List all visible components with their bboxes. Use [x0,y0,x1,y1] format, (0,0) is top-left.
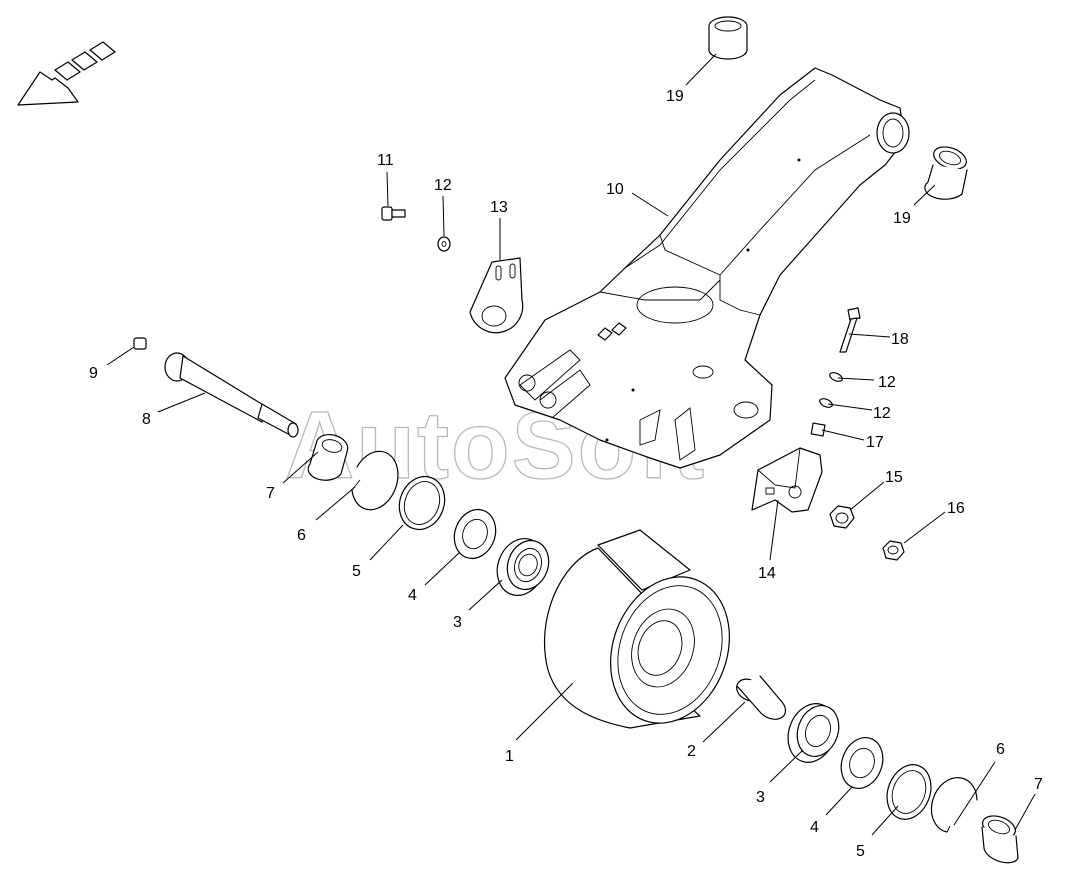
callout-14: 14 [758,565,776,582]
swing-arm [504,67,910,469]
direction-arrow-icon [17,41,116,106]
callout-16: 16 [947,500,965,517]
callout-4-left: 4 [408,587,417,604]
seal-left [453,508,497,560]
guide-block [751,447,823,513]
grease-nipple [133,337,147,350]
callout-10: 10 [606,181,624,198]
hex-nut-small [882,540,905,561]
callout-9: 9 [89,365,98,382]
leader-lines [106,53,1036,836]
small-nut [810,422,826,437]
callout-18: 18 [891,331,909,348]
lock-washer-lower [819,398,833,408]
thrust-washer-left [398,475,446,531]
callout-19-top: 19 [666,88,684,105]
callout-labels: 1 2 3 3 4 4 5 5 6 6 7 7 8 9 10 11 12 12 … [89,88,1043,860]
bushing-right-bottom [981,815,1019,864]
callout-6-left: 6 [297,527,306,544]
callout-3-right: 3 [756,789,765,806]
bracket-plate [469,257,524,334]
callout-19-right: 19 [893,210,911,227]
thrust-washer-right [886,764,932,820]
callout-12-top: 12 [434,177,452,194]
bolt-long [839,307,861,353]
callout-8: 8 [142,411,151,428]
pivot-pin [164,352,299,438]
callout-12-lower-right: 12 [873,405,891,422]
callout-6-right: 6 [996,741,1005,758]
seal-right [840,737,884,789]
spacer-sleeve [736,675,787,720]
callout-7-right: 7 [1034,776,1043,793]
callout-1: 1 [505,748,514,765]
bearing-right [787,703,840,763]
callout-3-left: 3 [453,614,462,631]
bushing-left [307,433,349,481]
callout-12-upper-right: 12 [878,374,896,391]
hex-nut-large [829,505,855,529]
bearing-left [496,538,550,596]
callout-15: 15 [885,469,903,486]
bushing-right [924,146,968,200]
callout-5-right: 5 [856,843,865,860]
callout-17: 17 [866,434,884,451]
lock-washer-upper [829,372,843,382]
callout-11: 11 [377,152,394,169]
bushing-top [708,16,748,60]
callout-2: 2 [687,743,696,760]
bolt-small [381,206,406,221]
callout-13: 13 [490,199,508,216]
callout-4-right: 4 [810,819,819,836]
washer-small [437,236,451,252]
roller-wheel [544,529,730,729]
callout-7-left: 7 [266,485,275,502]
snap-ring-right [930,777,978,833]
callout-5-left: 5 [352,563,361,580]
